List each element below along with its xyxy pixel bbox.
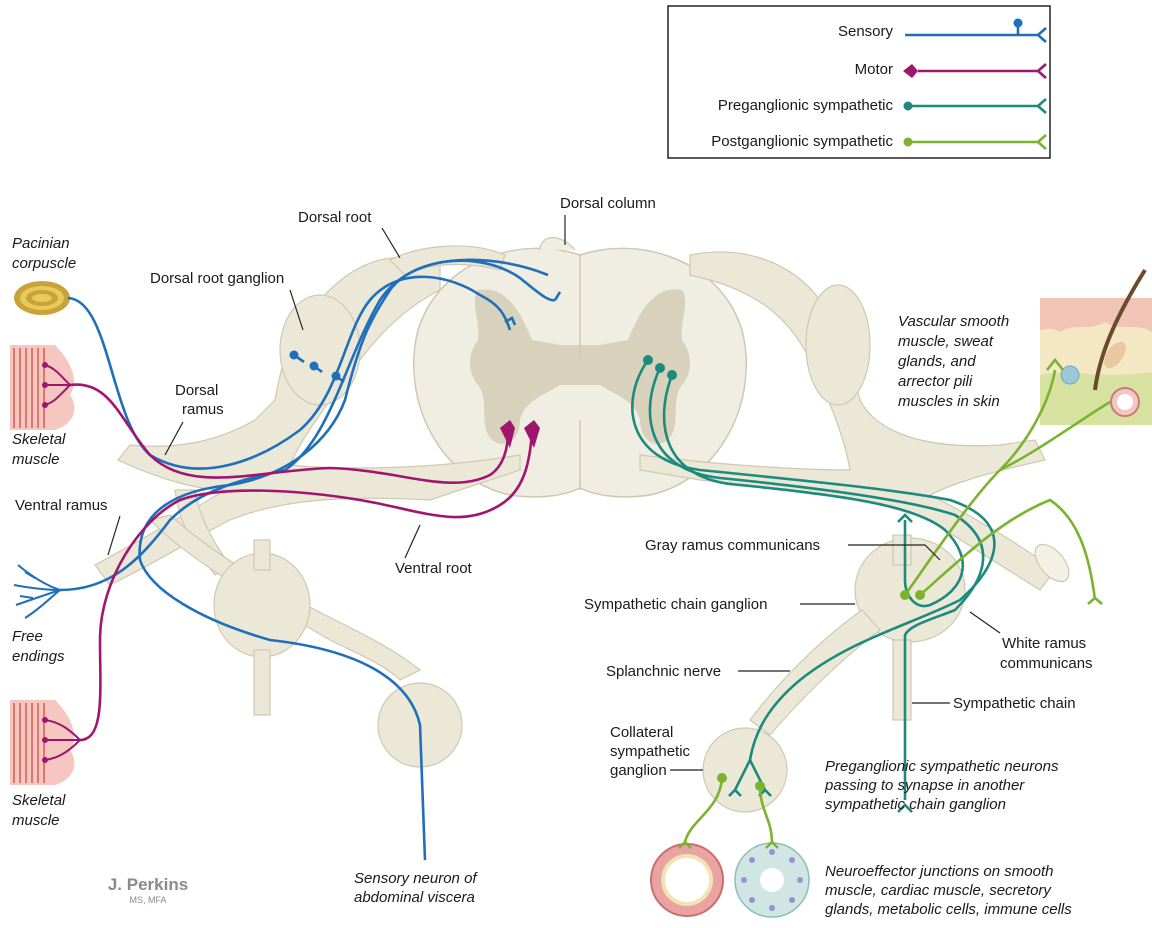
label-ventral-ramus: Ventral ramus <box>15 497 108 514</box>
label-vascular-2: muscle, sweat <box>898 333 994 350</box>
label-neuroeffector-3: glands, metabolic cells, immune cells <box>825 901 1072 918</box>
label-neuroeffector-1: Neuroeffector junctions on smooth <box>825 863 1053 880</box>
label-vascular-3: glands, and <box>898 353 976 370</box>
label-sympathetic-chain: Sympathetic chain <box>953 695 1076 712</box>
label-vascular-4: arrector pili <box>898 373 973 390</box>
skeletal-muscle-top-icon <box>10 345 74 430</box>
label-white-ramus-1: White ramus <box>1002 635 1086 652</box>
legend: Sensory Motor Preganglionic sympathetic … <box>668 6 1050 158</box>
free-endings-icon <box>14 565 60 618</box>
label-preganglionic-1: Preganglionic sympathetic neurons <box>825 758 1059 775</box>
label-sensory-viscera-2: abdominal viscera <box>354 889 475 906</box>
blood-vessel-icon <box>651 844 723 916</box>
label-dorsal-root: Dorsal root <box>298 209 372 226</box>
label-collateral-2: sympathetic <box>610 743 691 760</box>
label-skeletal-muscle-1: Skeletal <box>12 431 66 448</box>
label-preganglionic-3: sympathetic chain ganglion <box>825 796 1006 813</box>
label-pacinian-2: corpuscle <box>12 255 76 272</box>
label-ventral-root: Ventral root <box>395 560 473 577</box>
dorsal-column <box>540 238 575 250</box>
label-dorsal-root-ganglion: Dorsal root ganglion <box>150 270 284 287</box>
legend-label-postganglionic: Postganglionic sympathetic <box>711 133 893 150</box>
pacinian-corpuscle-icon <box>14 281 70 315</box>
label-free-endings-1: Free <box>12 628 43 645</box>
label-skeletal-muscle-b-1: Skeletal <box>12 792 66 809</box>
artist-credentials: MS, MFA <box>129 895 166 905</box>
label-vascular-1: Vascular smooth <box>898 313 1009 330</box>
label-pacinian-1: Pacinian <box>12 235 70 252</box>
label-free-endings-2: endings <box>12 648 65 665</box>
label-gray-ramus: Gray ramus communicans <box>645 537 820 554</box>
skeletal-muscle-bottom-icon <box>10 700 74 785</box>
legend-label-sensory: Sensory <box>838 23 894 40</box>
artist-signature: J. Perkins <box>108 875 188 894</box>
label-white-ramus-2: communicans <box>1000 655 1093 672</box>
label-preganglionic-2: passing to synapse in another <box>824 777 1025 794</box>
label-dorsal-ramus-1: Dorsal <box>175 382 218 399</box>
label-skeletal-muscle-2: muscle <box>12 451 60 468</box>
label-vascular-5: muscles in skin <box>898 393 1000 410</box>
skin-icon <box>1040 270 1152 425</box>
label-collateral-1: Collateral <box>610 724 673 741</box>
label-skeletal-muscle-b-2: muscle <box>12 812 60 829</box>
label-dorsal-ramus-2: ramus <box>182 401 224 418</box>
label-dorsal-column: Dorsal column <box>560 195 656 212</box>
legend-label-preganglionic: Preganglionic sympathetic <box>718 97 894 114</box>
label-sensory-viscera-1: Sensory neuron of <box>354 870 478 887</box>
label-sympathetic-chain-ganglion: Sympathetic chain ganglion <box>584 596 767 613</box>
legend-label-motor: Motor <box>855 61 893 78</box>
label-splanchnic: Splanchnic nerve <box>606 663 721 680</box>
label-neuroeffector-2: muscle, cardiac muscle, secretory <box>825 882 1052 899</box>
gland-acinus-icon <box>735 843 809 917</box>
label-collateral-3: ganglion <box>610 762 667 779</box>
